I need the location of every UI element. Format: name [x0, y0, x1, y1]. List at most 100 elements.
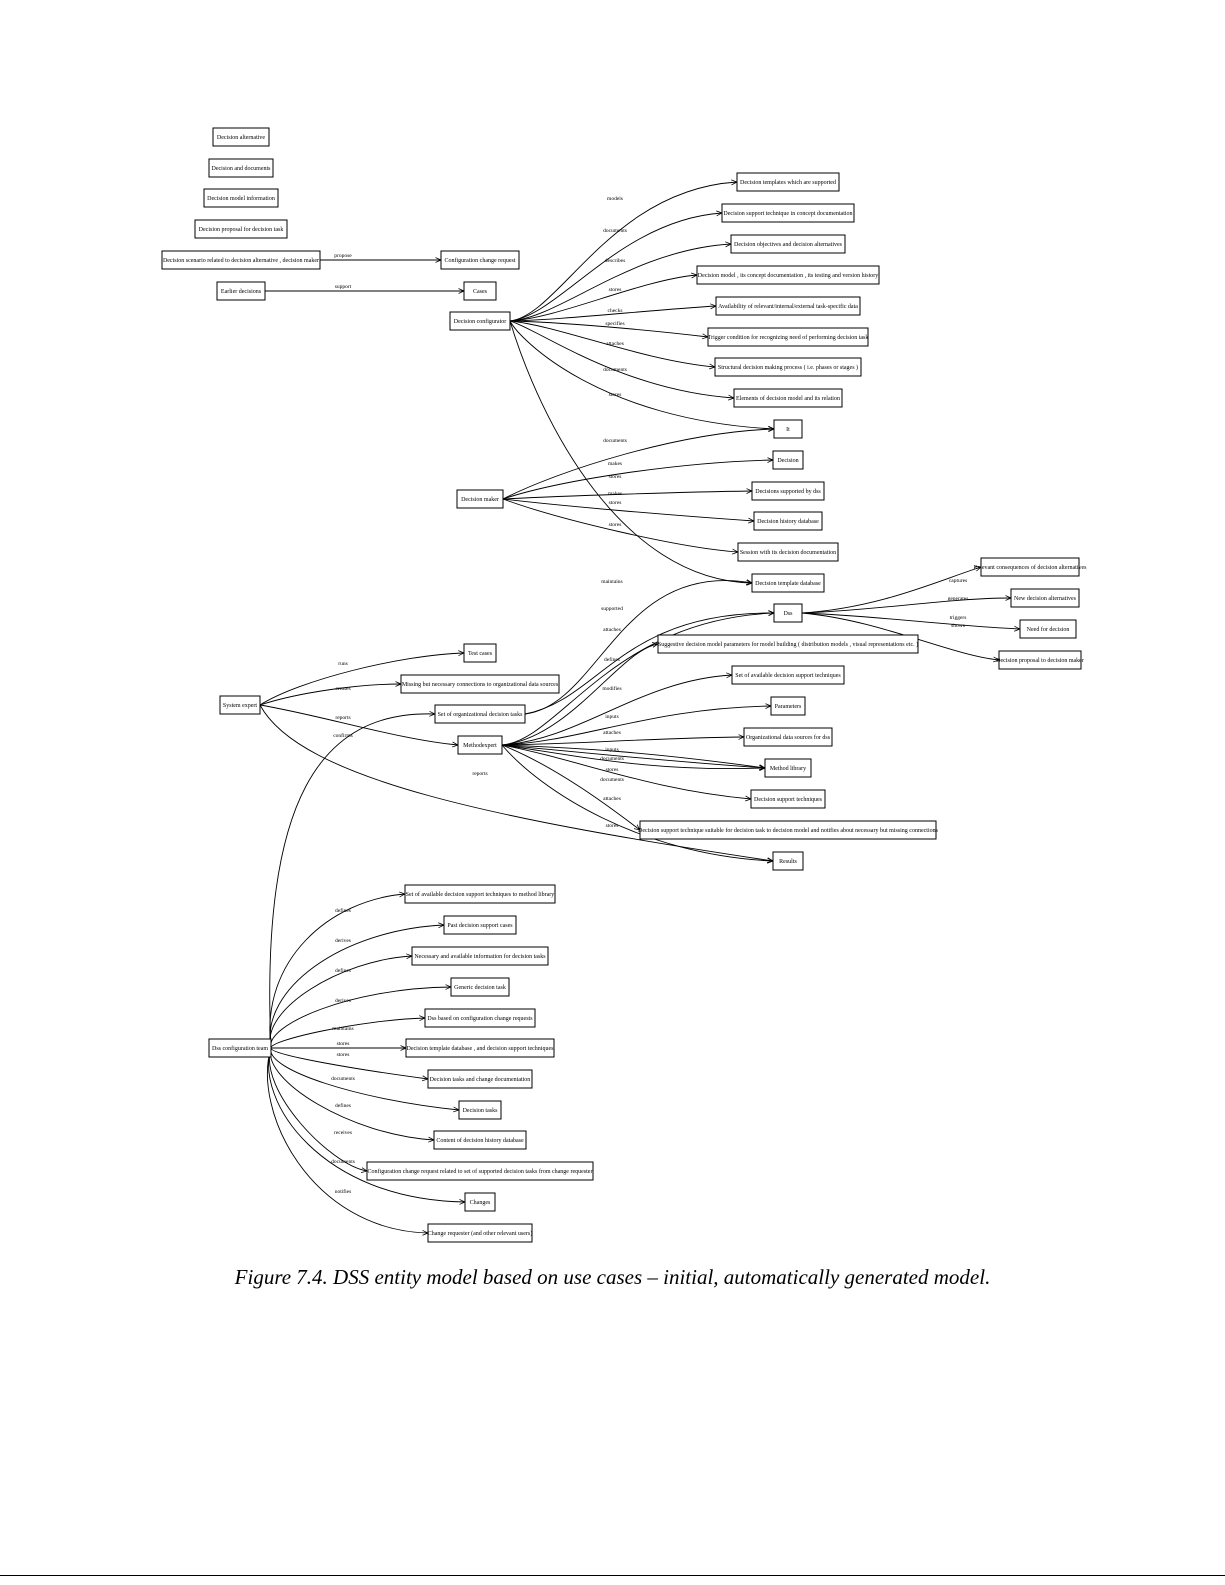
entity-node-label: Dss	[783, 611, 793, 617]
entity-node-label: Decision tasks and change documentation	[430, 1077, 531, 1083]
edge-label: triggers	[950, 615, 967, 621]
entity-node-label: Test cases	[468, 651, 493, 657]
edge-e_reports_1	[259, 704, 458, 745]
edge-label: stores	[609, 392, 622, 398]
entity-node-label: Past decision support cases	[447, 923, 513, 929]
edge-e_inputs_1	[501, 706, 771, 746]
edge-label: reports	[335, 715, 350, 721]
entity-node-label: Structural decision making process ( i.e…	[718, 364, 858, 371]
entity-node: Change requester (and other relevant use…	[427, 1223, 533, 1243]
entity-node: Trigger condition for recognizing need o…	[707, 327, 869, 347]
entity-node-box	[773, 419, 803, 439]
edge-label: defines	[335, 907, 351, 914]
edge-e_inputs_2	[501, 744, 765, 768]
edge-e_attaches_4	[501, 744, 640, 830]
entity-node: Set of available decision support techni…	[404, 884, 556, 904]
entity-node-box	[449, 311, 511, 331]
entity-node-box	[440, 250, 520, 270]
edge-label: shows	[951, 623, 965, 629]
entity-node-label: Decision model information	[207, 195, 275, 202]
entity-node: Missing but necessary connections to org…	[400, 674, 560, 694]
entity-node-box	[730, 234, 846, 254]
entity-node: Dss	[773, 603, 803, 623]
edge-label: documents	[600, 756, 624, 762]
edge-e_documents_3	[502, 429, 774, 500]
edge-label: notifies	[335, 1188, 352, 1195]
entity-node-label: Configuration change request	[445, 257, 516, 264]
entity-node-box	[194, 219, 288, 239]
entity-node-box	[639, 820, 937, 840]
edge-label: supported	[601, 606, 623, 612]
edge-label: attaches	[603, 730, 621, 736]
entity-node-label: Decision maker	[461, 497, 499, 503]
entity-node-box	[456, 489, 504, 509]
entity-node-box	[411, 946, 549, 966]
entity-node: Cases	[463, 281, 497, 301]
entity-node-label: Results	[779, 859, 797, 865]
entity-node-label: Decision objectives and decision alterna…	[734, 242, 843, 248]
entity-node: Decision proposal to decision maker	[996, 650, 1084, 670]
edge-e_maintains_2	[270, 1018, 425, 1049]
entity-node: Method library	[764, 758, 812, 778]
entity-node: Elements of decision model and its relat…	[733, 388, 843, 408]
entity-node: Set of available decision support techni…	[731, 665, 845, 685]
edge-label: attaches	[606, 341, 624, 347]
entity-node-box	[715, 296, 861, 316]
entity-node-box	[433, 1130, 527, 1150]
entity-node: Structural decision making process ( i.e…	[714, 357, 862, 377]
entity-node-label: New decision alternatives	[1014, 596, 1077, 602]
entity-node: Decision	[772, 450, 804, 470]
entity-node-box	[212, 127, 270, 147]
edge-label: documents	[603, 228, 627, 234]
edge-label: generates	[948, 596, 969, 602]
edge-label: attaches	[603, 627, 621, 633]
edge-label: documents	[600, 777, 624, 783]
edge-e_maintains_1	[524, 581, 752, 715]
entity-node: Decision templates which are supported	[736, 172, 840, 192]
entity-node-label: Content of decision history database	[436, 1137, 524, 1144]
entity-node-box	[463, 281, 497, 301]
entity-node: Decision history database	[753, 511, 823, 531]
entity-node-label: Decision proposal to decision maker	[996, 658, 1084, 664]
entity-node: Need for decision	[1019, 619, 1077, 639]
entity-node-box	[463, 643, 497, 663]
edge-e_documents_1	[509, 213, 722, 322]
edge-e_attaches_1	[509, 320, 715, 367]
edge-label: receives	[334, 1130, 352, 1136]
edge-e_specifies	[509, 320, 708, 337]
entity-node: Decision support techniques	[750, 789, 826, 809]
entity-node-label: Decision proposal for decision task	[199, 226, 284, 233]
edge-e_stores_2	[509, 320, 774, 429]
entity-node: Past decision support cases	[443, 915, 517, 935]
entity-node-label: Availability of relevant/internal/extern…	[718, 303, 858, 310]
entity-node-box	[696, 265, 880, 285]
entity-node-label: Decision and documents	[212, 166, 272, 172]
entity-node: Relevant consequences of decision altern…	[974, 557, 1088, 577]
entity-node-label: Methodexpert	[463, 743, 497, 749]
edge-label: support	[335, 284, 352, 290]
entity-node-box	[405, 1038, 555, 1058]
entity-node-label: Need for decision	[1027, 626, 1070, 633]
edge-label: documents	[331, 1159, 355, 1165]
edge-e_checks	[509, 306, 716, 322]
edge-label: stores	[337, 1052, 350, 1058]
entity-node: Generic decision task	[450, 977, 510, 997]
entity-node-box	[772, 450, 804, 470]
edge-e_derives_1	[269, 925, 444, 1049]
entity-node-label: Relevant consequences of decision altern…	[974, 564, 1088, 571]
entity-node-box	[998, 650, 1082, 670]
entity-node: Availability of relevant/internal/extern…	[715, 296, 861, 316]
edge-e_stores_3	[509, 320, 752, 583]
edge-label: defines	[335, 967, 351, 974]
edge-e_documents_7	[268, 1047, 465, 1202]
entity-node: Session with its decision documentation	[737, 542, 839, 562]
entity-node: Dss based on configuration change reques…	[424, 1008, 536, 1028]
entity-node-box	[707, 327, 869, 347]
edge-label: attaches	[603, 796, 621, 802]
entity-node-box	[434, 704, 526, 724]
edge-e_creates	[259, 684, 401, 706]
entity-node: Configuration change request related to …	[366, 1161, 594, 1181]
edge-label: stores	[609, 474, 622, 480]
entity-node-box	[980, 557, 1080, 577]
